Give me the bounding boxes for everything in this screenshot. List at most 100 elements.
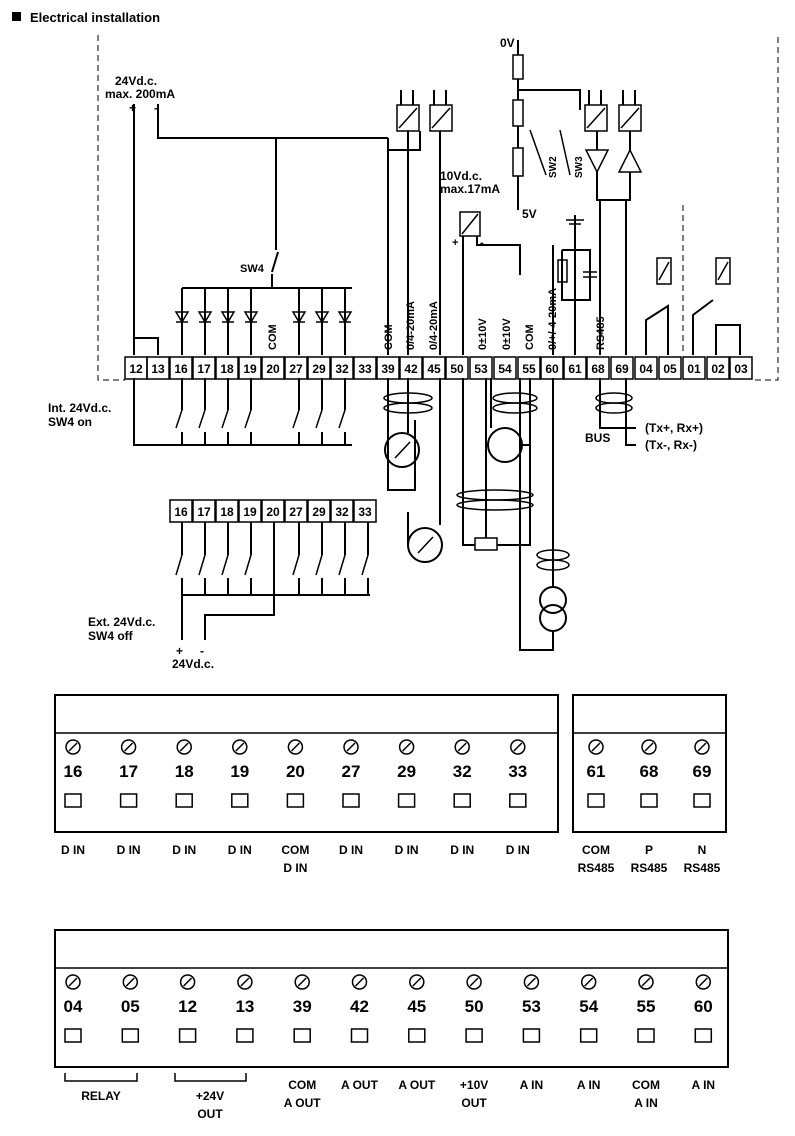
minus-24v: - (154, 101, 158, 115)
terminal-function-label: COM (281, 843, 309, 857)
block-terminal-number: 19 (230, 762, 249, 781)
screw-slot (412, 977, 422, 987)
terminal-socket (119, 793, 138, 808)
relay-coil-1-slash (658, 261, 670, 281)
terminal-function-label: N (698, 843, 707, 857)
supply-24v-max: max. 200mA (105, 87, 175, 101)
supply-10v-isolator (459, 211, 481, 237)
int-input-switches (175, 378, 346, 445)
terminal-function-label: D IN (283, 861, 307, 875)
cable-shield-7 (456, 489, 534, 501)
terminal-cell (563, 356, 587, 380)
switch-lever (221, 409, 229, 429)
switch-lever (175, 409, 183, 429)
isolator-1-slash (398, 107, 418, 129)
terminal-socket (579, 1028, 598, 1043)
block-terminal-number: 20 (286, 762, 305, 781)
block-terminal-number: 16 (64, 762, 83, 781)
terminal-function-label: A OUT (341, 1078, 379, 1092)
meter-2-needle (417, 536, 434, 554)
switch-lever (244, 409, 252, 429)
ext-terminal-number: 19 (243, 505, 257, 519)
terminal-socket (693, 793, 711, 808)
ext-terminal-number: 17 (197, 505, 211, 519)
ext-switch-lever (244, 554, 252, 576)
switch-sw3 (559, 129, 571, 176)
led-diode (337, 311, 353, 324)
screw-icon (641, 739, 657, 755)
terminal-number: 03 (734, 362, 748, 376)
terminal-socket (509, 793, 527, 808)
terminal-function-label: COM (632, 1078, 660, 1092)
terminal-number: 45 (427, 362, 441, 376)
supply-10v-label: 10Vd.c. (440, 169, 482, 183)
terminal-function-label: A IN (692, 1078, 716, 1092)
terminal-number: 32 (335, 362, 349, 376)
terminal-number: 02 (711, 362, 725, 376)
block-terminal-number: 29 (397, 762, 416, 781)
terminal-socket (453, 793, 471, 808)
led-array (174, 288, 353, 355)
ext-supply-voltage: 24Vd.c. (172, 657, 214, 671)
terminal-function-label: D IN (450, 843, 474, 857)
terminal-function-label: A OUT (284, 1096, 322, 1110)
terminal-number: 18 (220, 362, 234, 376)
terminal-number: 20 (266, 362, 280, 376)
ext-terminal-number: 29 (312, 505, 326, 519)
wire-0v-bus (518, 89, 581, 110)
screw-slot (591, 742, 601, 752)
ext-terminal-number: 18 (220, 505, 234, 519)
ext-supply-line-1: Ext. 24Vd.c. (88, 615, 155, 629)
screw-icon (695, 974, 712, 990)
terminal-socket (408, 1028, 426, 1043)
rs485-receiver-triangle (617, 148, 643, 173)
terminal-function-label: D IN (172, 843, 196, 857)
page-heading: Electrical installation (30, 10, 160, 25)
terminal-function-label: D IN (339, 843, 363, 857)
heading-bullet (12, 12, 21, 21)
screw-slot (68, 742, 78, 752)
screw-icon (466, 974, 482, 990)
enclosure-outline-left (97, 35, 125, 381)
terminal-socket (293, 1028, 311, 1043)
terminal-number: 16 (174, 362, 188, 376)
terminal-socket (236, 1028, 254, 1043)
ext-terminal-cell (330, 499, 354, 523)
terminal-socket (64, 1028, 82, 1043)
terminal-socket (175, 793, 193, 808)
terminal-socket (587, 793, 605, 808)
resistor-top (512, 54, 524, 80)
wire-meter-1 (387, 378, 416, 491)
relay-group-label: RELAY (81, 1089, 121, 1103)
relay-contact-2b (715, 324, 741, 355)
terminal-function-label: +10V (460, 1078, 488, 1092)
vertical-label: 0±10V (501, 318, 513, 350)
cable-shield-8 (456, 499, 534, 511)
screw-icon (287, 739, 304, 755)
supply-group-label: OUT (197, 1107, 223, 1121)
relay-coil-2 (715, 257, 731, 285)
switch-sw4 (271, 251, 279, 273)
block-terminal-number: 13 (235, 997, 254, 1016)
screw-icon (351, 974, 368, 990)
ext-input-switches (175, 522, 369, 595)
ext-terminal-number: 20 (266, 505, 280, 519)
wire-50-down (462, 378, 475, 546)
screw-icon (523, 974, 540, 990)
screw-slot (402, 742, 412, 752)
screw-icon (510, 739, 526, 755)
switch-lever (338, 409, 346, 429)
sw4-label: SW4 (240, 263, 265, 275)
terminal-number: 27 (289, 362, 303, 376)
ext-switch-lever (175, 554, 183, 576)
ext-switch-lever (198, 554, 206, 576)
bus-label: BUS (585, 431, 610, 445)
wire-10v-minus (476, 236, 521, 275)
screw-slot (698, 977, 708, 987)
ext-plus: + (176, 644, 183, 658)
screw-icon (120, 739, 137, 755)
block-terminal-number: 68 (640, 762, 659, 781)
